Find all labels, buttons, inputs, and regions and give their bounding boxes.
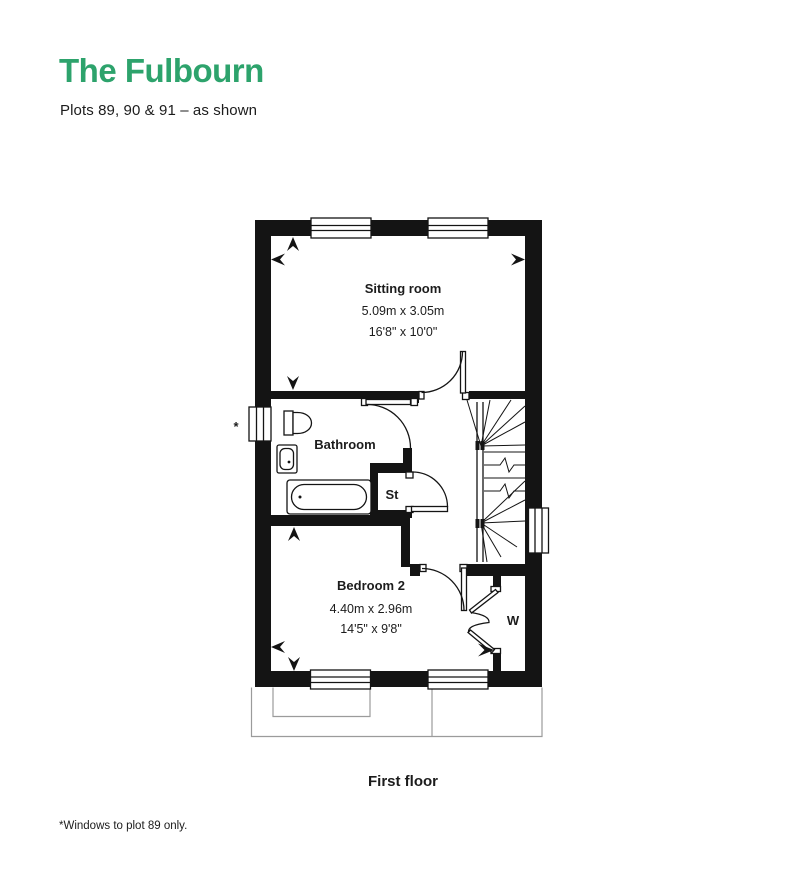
page-title: The Fulbourn <box>59 52 264 89</box>
ground-floor-outline <box>250 687 543 738</box>
window-top-right <box>427 217 489 239</box>
bedroom2-dim-imperial: 14'5" x 9'8" <box>340 622 402 636</box>
windows <box>248 217 550 690</box>
basin <box>276 444 298 474</box>
door-sitting-room <box>421 350 467 394</box>
window-right-stairs <box>527 507 550 554</box>
footnote: *Windows to plot 89 only. <box>59 820 188 832</box>
window-bottom-right <box>427 669 489 690</box>
sitting-room-dim-imperial: 16'8" x 10'0" <box>369 325 438 339</box>
store-label: St <box>386 487 400 502</box>
floor-label: First floor <box>368 773 438 790</box>
stairs <box>466 399 526 563</box>
page-subtitle: Plots 89, 90 & 91 – as shown <box>60 102 258 119</box>
bathroom-label: Bathroom <box>314 437 375 452</box>
wardrobe-label: W <box>507 613 520 628</box>
bifold-door <box>467 588 499 657</box>
window-left-bathroom <box>248 406 272 442</box>
window-note-marker: * <box>233 419 239 434</box>
dimension-arrows <box>271 237 525 671</box>
window-bottom-left <box>309 669 372 690</box>
bedroom2-label: Bedroom 2 <box>337 578 405 593</box>
sitting-room-label: Sitting room <box>365 281 442 296</box>
bath <box>286 479 372 515</box>
door-bedroom2 <box>421 567 468 612</box>
door-store <box>410 471 449 513</box>
toilet <box>283 410 313 436</box>
door-bathroom <box>365 398 412 449</box>
bedroom2-dim-metric: 4.40m x 2.96m <box>330 602 413 616</box>
window-top-left <box>310 217 372 239</box>
sitting-room-dim-metric: 5.09m x 3.05m <box>362 304 445 318</box>
